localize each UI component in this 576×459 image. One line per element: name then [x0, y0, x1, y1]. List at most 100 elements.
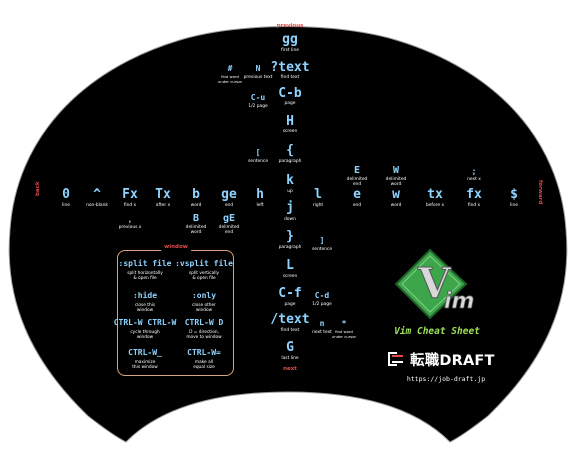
desc-move-window: D = direction, move to window: [186, 330, 222, 341]
desc-repeat-find-forward: next x: [467, 177, 481, 182]
key-find-char-forward: fx: [466, 187, 482, 202]
desc-repeat-find-back: previous x: [118, 225, 142, 230]
key-end-back: ge: [221, 187, 237, 202]
desc-find-char-back: find x: [123, 203, 137, 208]
key-word-forward: w: [392, 187, 400, 202]
key-half-page-up: C-u: [250, 93, 266, 102]
desc-find-word-forward: find word under cursor: [331, 329, 357, 339]
desc-sentence-back: sentence: [247, 159, 269, 164]
desc-previous-text: previous text: [243, 75, 273, 80]
direction-label-previous: previous: [276, 23, 304, 29]
desc-bigword-forward: delimited word: [385, 177, 407, 188]
key-find-text-backward: ?text: [270, 60, 310, 75]
key-move-window: CTRL-W D: [184, 318, 224, 327]
key-repeat-find-back: ,: [127, 215, 133, 224]
desc-paragraph-down: paragraph: [278, 245, 302, 250]
desc-down: down: [284, 217, 296, 222]
desc-half-page-down: 1/2 page: [312, 302, 332, 307]
vim-cheat-sheet-title: Vim Cheat Sheet: [394, 326, 480, 337]
draft-mark-icon: [388, 352, 404, 366]
desc-page-up: page: [284, 101, 296, 106]
key-line-start: 0: [62, 187, 70, 202]
key-sentence-forward: ]: [319, 236, 325, 245]
desc-find-word-backward: find word under cursor: [217, 74, 243, 84]
desc-page-down: page: [284, 302, 296, 307]
desc-half-page-up: 1/2 page: [248, 104, 268, 109]
key-bigend-back: gE: [222, 213, 236, 224]
desc-line-start: line: [62, 203, 70, 208]
desc-maximize-window: maximize this window: [132, 360, 158, 371]
key-bigword-back: B: [192, 213, 200, 224]
key-page-down: C-f: [278, 286, 302, 301]
desc-equal-size: make all equal size: [193, 360, 215, 371]
key-screen-bottom: L: [286, 258, 294, 273]
key-word-back: b: [192, 187, 200, 202]
key-first-line: gg: [282, 32, 298, 47]
desc-vsplit-file: split vertically & open file: [188, 271, 220, 282]
desc-till-char-forward: before x: [425, 203, 445, 208]
key-page-up: C-b: [278, 86, 302, 101]
key-cycle-window: CTRL-W CTRL-W: [113, 318, 177, 327]
direction-label-window: window: [161, 244, 191, 251]
key-equal-size: CTRL-W=: [187, 348, 221, 357]
key-paragraph-down: }: [286, 229, 294, 244]
key-line-end: $: [510, 187, 518, 202]
key-non-blank: ^: [93, 187, 101, 202]
desc-word-forward: word: [390, 203, 402, 208]
key-till-char-forward: tx: [427, 187, 443, 202]
desc-paragraph-up: paragraph: [278, 159, 302, 164]
key-paragraph-up: {: [286, 143, 294, 158]
key-up: k: [286, 173, 294, 188]
desc-first-line: first line: [281, 48, 299, 53]
key-right: l: [314, 187, 322, 202]
brand-url-link[interactable]: https://job-draft.jp: [406, 375, 486, 383]
key-sentence-back: [: [255, 148, 261, 157]
desc-end-forward: end: [352, 203, 362, 208]
desc-only: close other window: [192, 303, 216, 314]
desc-end-back: end: [224, 203, 234, 208]
key-last-line: G: [286, 340, 294, 355]
direction-label-next: next: [283, 366, 297, 372]
desc-last-line: last line: [281, 356, 299, 361]
key-till-char-back: Tx: [155, 187, 171, 202]
key-half-page-down: C-d: [314, 291, 330, 300]
vim-logo: V im: [394, 248, 475, 320]
key-hide: :hide: [132, 291, 158, 300]
desc-left: left: [256, 203, 264, 208]
brand-logo: 転職DRAFT: [388, 349, 495, 369]
key-next-text: n: [319, 319, 325, 328]
key-previous-text: N: [255, 64, 261, 73]
desc-line-end: line: [510, 203, 518, 208]
key-find-word-forward: *: [341, 319, 347, 328]
desc-find-text-backward: find text: [280, 75, 300, 80]
desc-next-text: next text: [312, 330, 332, 335]
key-split-file: :split file: [118, 259, 172, 268]
key-vsplit-file: :vsplit file: [175, 259, 233, 268]
key-bigword-forward: W: [392, 165, 400, 176]
desc-word-back: word: [190, 203, 202, 208]
desc-non-blank: non-blank: [86, 203, 108, 208]
desc-till-char-back: after x: [155, 203, 171, 208]
direction-label-back: back: [35, 181, 41, 196]
key-repeat-find-forward: ;: [471, 167, 477, 176]
key-screen-top: H: [286, 114, 294, 129]
desc-screen-bottom: screen: [282, 274, 298, 279]
desc-up: up: [287, 189, 293, 194]
key-bigend-forward: E: [353, 165, 361, 176]
desc-hide: close this window: [134, 303, 156, 314]
desc-cycle-window: cycle through window: [130, 330, 160, 341]
window-commands-box: [117, 250, 234, 376]
direction-label-forward: forward: [537, 180, 543, 205]
key-find-char-back: Fx: [122, 187, 138, 202]
desc-split-file: split horizontally & open file: [127, 271, 163, 282]
desc-right: right: [312, 203, 324, 208]
desc-screen-top: screen: [282, 129, 298, 134]
key-left: h: [256, 187, 264, 202]
key-down: j: [286, 200, 294, 215]
vim-logo-word: im: [444, 289, 474, 314]
key-maximize-window: CTRL-W_: [128, 348, 162, 357]
desc-sentence-forward: sentence: [311, 247, 333, 252]
key-only: :only: [191, 291, 217, 300]
brand-name: 転職DRAFT: [410, 352, 495, 369]
